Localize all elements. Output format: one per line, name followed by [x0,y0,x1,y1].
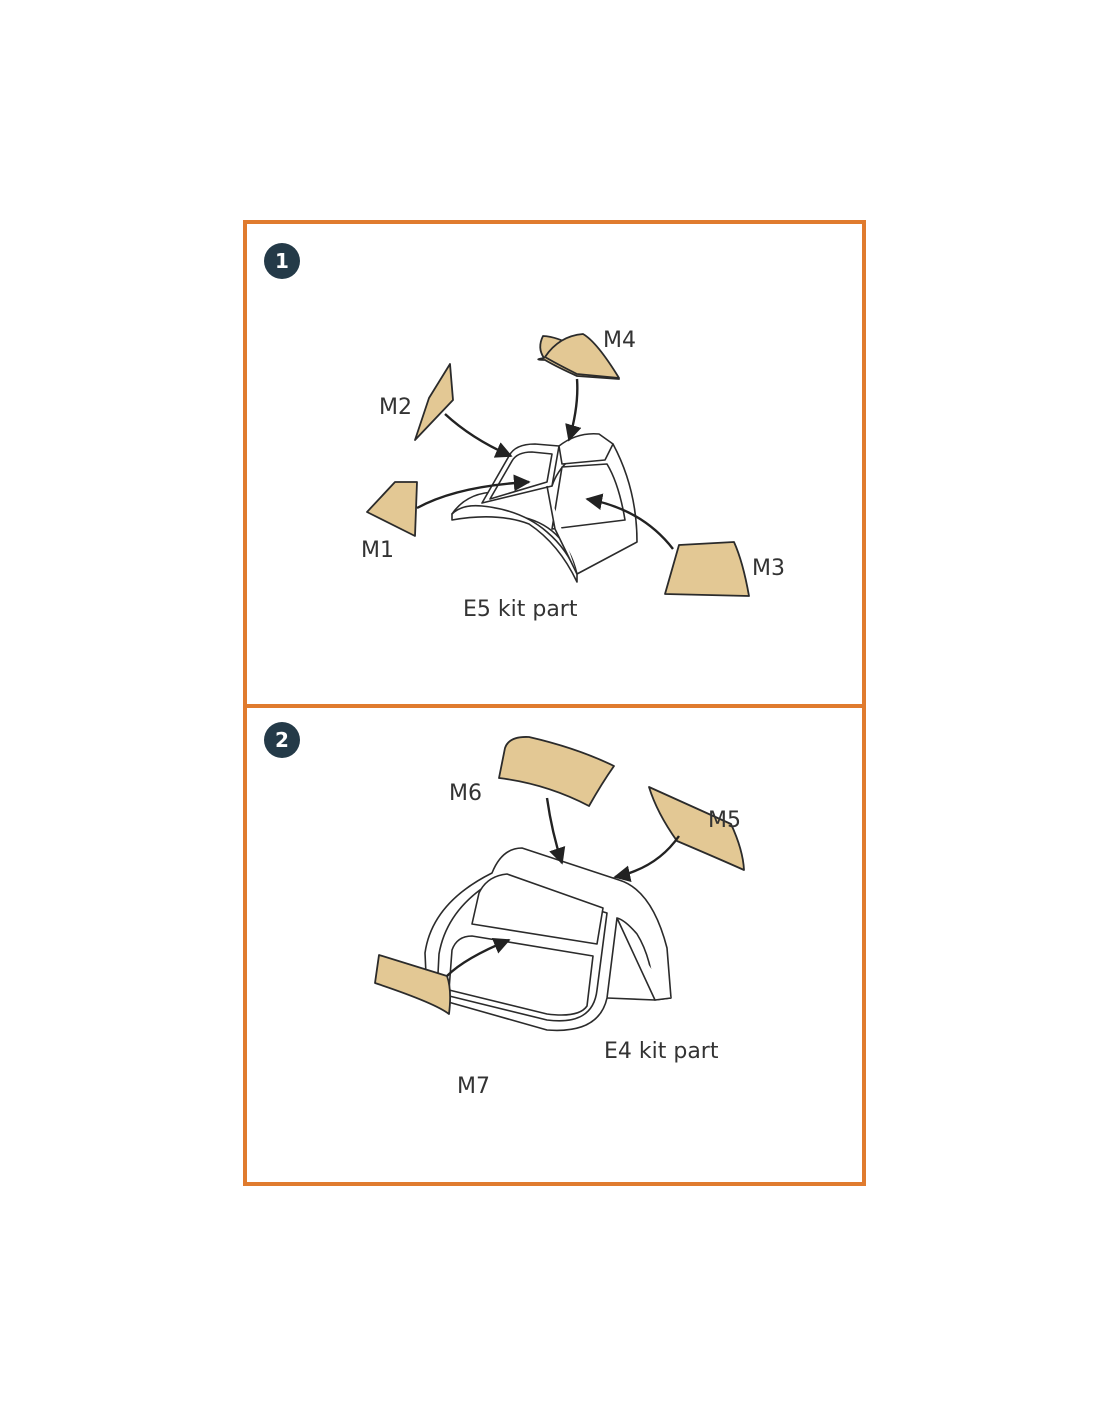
label-m6: M6 [449,781,482,806]
step-divider [247,704,862,708]
mask-m7-shape [374,954,452,1015]
mask-m6-shape [498,736,615,807]
step-2-panel: 2 M6 M5 M7 E4 kit pa [247,708,862,1186]
kit-part-label-e5: E5 kit part [463,597,578,622]
step-2-diagram: 2 M6 M5 M7 E4 kit pa [264,722,745,1099]
label-m7: M7 [457,1074,490,1099]
mask-m5-shape [648,786,745,871]
arrow-m4 [565,378,582,442]
mask-m3-shape [664,541,750,597]
mask-m4-shape-fill [544,333,620,379]
mask-m2-shape [414,363,454,441]
step-1-panel: 1 M2 M4 [247,224,862,704]
mask-m1-shape [366,481,418,537]
label-m2: M2 [379,395,412,420]
arrow-m1 [416,474,531,510]
label-m4: M4 [603,328,636,353]
label-m5: M5 [708,808,741,833]
arrow-m6 [545,797,566,865]
step-1-badge: 1 [264,243,300,279]
arrow-m3 [585,493,674,550]
kit-part-label-e4: E4 kit part [604,1039,719,1064]
svg-text:2: 2 [275,728,289,752]
arrow-m2 [444,413,513,458]
instruction-sheet-frame: 1 M2 M4 [243,220,866,1186]
svg-text:1: 1 [275,249,289,273]
arrow-m5 [613,835,680,883]
step-1-diagram: 1 M2 M4 [264,243,785,622]
label-m3: M3 [752,556,785,581]
step-2-badge: 2 [264,722,300,758]
arrow-m7 [446,937,511,977]
label-m1: M1 [361,538,394,563]
e5-kit-part-drawing [451,432,638,583]
e4-kit-part-drawing [424,847,672,1032]
